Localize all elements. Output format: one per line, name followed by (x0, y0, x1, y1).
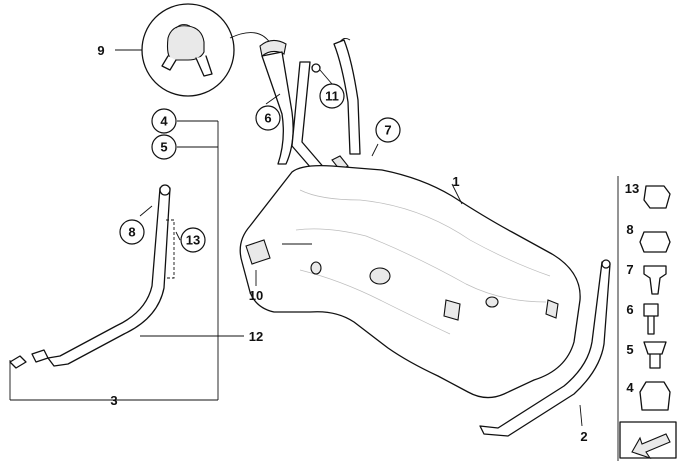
hardware-legend (617, 176, 677, 461)
tension-strap-right (479, 259, 611, 437)
callout-7: 7 (375, 117, 401, 143)
callout-11: 11 (319, 83, 345, 109)
callout-12: 12 (249, 329, 263, 344)
arrow-icon (631, 433, 671, 460)
legend-label-4: 4 (626, 380, 634, 395)
callout-3: 3 (110, 393, 117, 408)
svg-text:11: 11 (325, 89, 339, 104)
callout-6: 6 (255, 105, 281, 131)
callout-1: 1 (452, 174, 459, 189)
legend-label-7: 7 (626, 262, 633, 277)
buffer-4-icon (639, 381, 671, 411)
grommet-5-icon (643, 341, 667, 369)
svg-text:4: 4 (160, 114, 168, 129)
legend-label-8: 8 (626, 222, 633, 237)
tension-strap-left (9, 184, 175, 369)
callout-9: 9 (97, 43, 104, 58)
legend-label-13: 13 (625, 181, 639, 196)
fuel-tank (239, 164, 581, 399)
callout-5: 5 (151, 134, 177, 160)
part-10-plate (245, 239, 271, 265)
svg-text:8: 8 (128, 225, 135, 240)
rivet-7-icon (643, 265, 667, 295)
legend-label-6: 6 (626, 302, 633, 317)
callout-13: 13 (180, 227, 206, 253)
svg-text:13: 13 (186, 233, 200, 248)
clip-13-icon (643, 185, 671, 209)
callout-2: 2 (580, 429, 587, 444)
svg-text:5: 5 (160, 140, 167, 155)
nut-8-icon (639, 231, 671, 253)
detail-magnifier-filler-valve (115, 3, 273, 97)
leader-lines (9, 69, 583, 427)
callout-8: 8 (119, 219, 145, 245)
filler-neck-pipes (259, 37, 361, 177)
callout-10: 10 (249, 288, 263, 303)
svg-text:6: 6 (264, 111, 271, 126)
svg-text:7: 7 (384, 123, 391, 138)
bolt-6-icon (643, 303, 659, 335)
callout-4: 4 (151, 108, 177, 134)
legend-label-5: 5 (626, 342, 633, 357)
